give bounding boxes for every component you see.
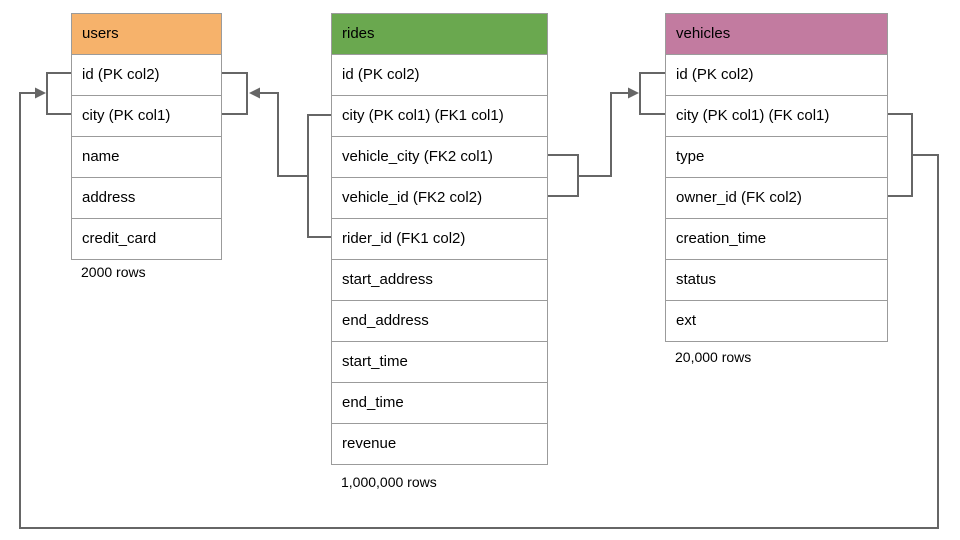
- table-header-rides: rides: [332, 14, 547, 54]
- table-row: revenue: [332, 423, 547, 464]
- table-row: address: [72, 177, 221, 218]
- vehicles-left-bracket: [639, 72, 665, 115]
- vehicles-right-bracket: [888, 113, 913, 197]
- table-row: end_time: [332, 382, 547, 423]
- arrowhead-right-icon: [628, 87, 639, 99]
- table-rows-vehicles: id (PK col2)city (PK col1) (FK col1)type…: [666, 54, 887, 341]
- row-count-rides: 1,000,000 rows: [341, 474, 437, 490]
- arrowhead-left-icon: [249, 87, 260, 99]
- table-row: rider_id (FK1 col2): [332, 218, 547, 259]
- table-row: credit_card: [72, 218, 221, 259]
- table-row: vehicle_city (FK2 col1): [332, 136, 547, 177]
- table-header-users: users: [72, 14, 221, 54]
- table-row: type: [666, 136, 887, 177]
- table-row: owner_id (FK col2): [666, 177, 887, 218]
- users-right-bracket: [222, 72, 248, 115]
- table-row: id (PK col2): [666, 54, 887, 95]
- table-row: name: [72, 136, 221, 177]
- table-row: id (PK col2): [72, 54, 221, 95]
- rides-right-bracket: [548, 154, 579, 197]
- connector-rides-to-users: [222, 72, 331, 238]
- users-left-bracket: [46, 72, 71, 115]
- arrowhead-right-icon: [35, 87, 46, 99]
- table-row: start_time: [332, 341, 547, 382]
- rides-left-bracket: [307, 114, 331, 238]
- table-row: start_address: [332, 259, 547, 300]
- table-row: city (PK col1) (FK col1): [666, 95, 887, 136]
- table-rows-rides: id (PK col2)city (PK col1) (FK1 col1)veh…: [332, 54, 547, 464]
- table-vehicles: vehicles id (PK col2)city (PK col1) (FK …: [665, 13, 888, 342]
- table-header-vehicles: vehicles: [666, 14, 887, 54]
- connector-elbow: [578, 92, 629, 177]
- table-rides: rides id (PK col2)city (PK col1) (FK1 co…: [331, 13, 548, 465]
- row-count-vehicles: 20,000 rows: [675, 349, 752, 365]
- table-row: id (PK col2): [332, 54, 547, 95]
- table-row: vehicle_id (FK2 col2): [332, 177, 547, 218]
- row-count-users: 2000 rows: [81, 264, 146, 280]
- connector-rides-to-vehicles: [548, 72, 665, 197]
- table-row: status: [666, 259, 887, 300]
- table-row: ext: [666, 300, 887, 341]
- table-row: end_address: [332, 300, 547, 341]
- table-row: city (PK col1) (FK1 col1): [332, 95, 547, 136]
- table-row: city (PK col1): [72, 95, 221, 136]
- connector-elbow: [259, 92, 308, 177]
- table-row: creation_time: [666, 218, 887, 259]
